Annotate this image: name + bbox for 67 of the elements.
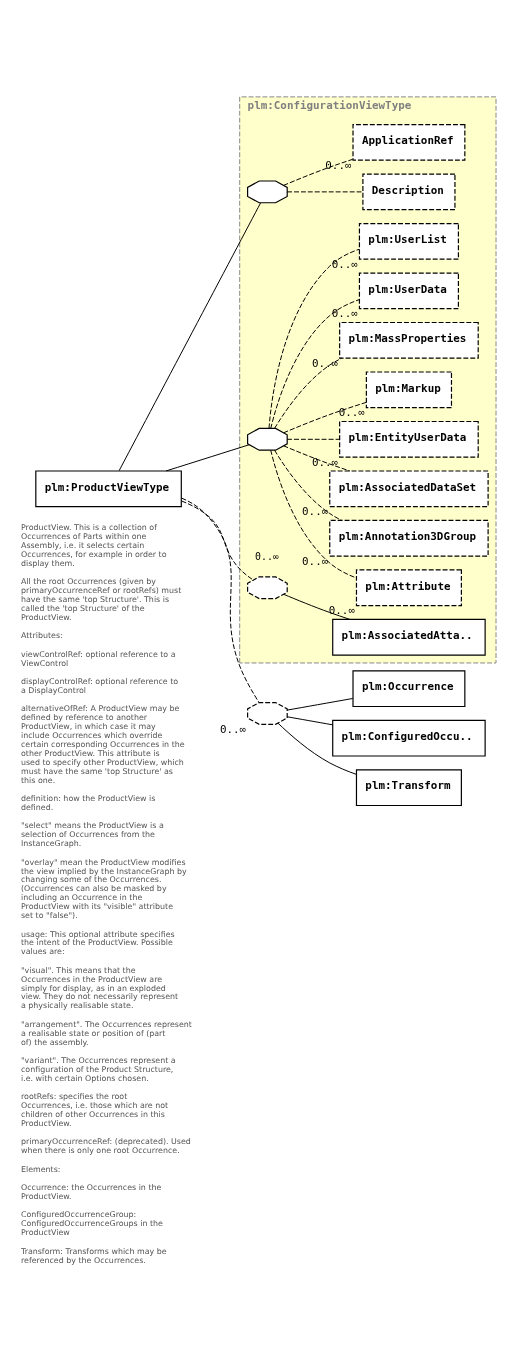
connector (277, 722, 357, 775)
node-label: "variant". The Occurrences represent a configuration of the Product Structure, i.e. with certain Options chosen. (20, 1055, 176, 1083)
node-label: "arrangement". The Occurrences represent a realisable state or position of (part of) the assembly. (20, 1019, 192, 1047)
node-box: plm:Transform (355, 768, 462, 806)
connector (283, 401, 367, 433)
node-label: Elements: (20, 1164, 61, 1174)
connector (181, 500, 254, 580)
node-label: 0..∞ (311, 356, 339, 370)
node-label: 0..∞ (302, 504, 329, 518)
node-box: plm:ConfiguredOccu.. (332, 719, 486, 757)
node-box: ApplicationRef (352, 123, 466, 161)
connector (286, 697, 354, 711)
node-label: 0..∞ (311, 455, 339, 469)
node-label: rootRefs: specifies the root Occurrences, i.e. those which are not children of other Occurrences in this ProductView. (20, 1091, 169, 1128)
node-label: ConfiguredOccurrenceGroup: ConfiguredOccurrenceGroups in the ProductView (20, 1209, 163, 1237)
node-box: plm:AssociatedAtta.. (332, 618, 486, 656)
connector (118, 201, 262, 471)
connector (286, 715, 334, 725)
node-label: 0..∞ (331, 306, 358, 320)
node-box: plm:Markup (365, 370, 453, 408)
node-label: 0..∞ (255, 550, 279, 562)
node-label: alternativeOfRef: A ProductView may be defined by reference to another ProductView, in which case it may include Occurrences which override certain corresponding Occurrences in the other ProductView. This attribute is used to specify other ProductView, which must have the same 'top Structure' as this one. (20, 703, 185, 785)
node-label: Occurrence: the Occurrences in the ProductView. (20, 1182, 162, 1201)
node-label: 0..∞ (328, 603, 355, 617)
node-box: plm:Attribute (355, 568, 462, 606)
node-label: Attributes: (20, 630, 63, 640)
node-label: ProductView. This is a collection of Occurrences of Parts within one Assembly, i.e. it selects certain Occurrences, for example in order to display them. (20, 522, 167, 568)
node-label: 0..∞ (219, 722, 247, 736)
node-box: plm:Occurrence (352, 669, 466, 707)
node-box: plm:EntityUserData (339, 420, 479, 458)
node-box: plm:Annotation3DGroup (329, 519, 489, 557)
connector (268, 248, 360, 429)
node-label: displayControlRef: optional reference to a DisplayControl (20, 676, 179, 695)
node-octagon (247, 427, 288, 451)
node-label: 0..∞ (325, 158, 352, 172)
node-box: plm:UserList (358, 222, 459, 260)
node-box: plm:UserData (358, 271, 459, 309)
node-label: "select" means the ProductView is a selection of Occurrences from the InstanceGraph. (20, 820, 164, 848)
connector (286, 190, 364, 192)
node-box: plm:ProductViewType (35, 469, 182, 507)
connector (181, 497, 260, 703)
node-label: viewControlRef: optional reference to a ViewControl (20, 649, 176, 668)
node-box: plm:MassProperties (339, 321, 479, 359)
node-box: Description (362, 172, 456, 210)
connector (274, 357, 343, 429)
node-label: All the root Occurrences (given by primaryOccurrenceRef or rootRefs) must have the same 'top Structure'. This is called the 'top Structure' of the ProductView. (20, 576, 182, 622)
node-label: Transform: Transforms which may be referenced by the Occurrences. (20, 1246, 167, 1265)
node-label: 0..∞ (331, 257, 358, 271)
connector (270, 298, 360, 429)
connector (270, 449, 357, 578)
connector (165, 443, 250, 471)
node-octagon (247, 575, 288, 599)
node-label: 0..∞ (338, 405, 365, 419)
node-label: definition: how the ProductView is defined. (20, 793, 156, 812)
connector (286, 438, 341, 440)
connector (283, 593, 351, 620)
node-octagon (247, 701, 288, 725)
node-label: 0..∞ (302, 554, 329, 568)
connector (283, 158, 354, 186)
connector (274, 449, 343, 521)
node-box: plm:AssociatedDataSet (329, 469, 489, 507)
connector (283, 444, 351, 471)
node-label: "overlay" mean the ProductView modifies the view implied by the InstanceGraph by changing some of the Occurrences. (Occurrences can also be masked by including an Occurrence in the ProductView with its "visible" attribute set to "false"). (20, 857, 187, 920)
node-octagon (247, 179, 288, 203)
node-label: usage: This optional attribute specifies the intent of the ProductView. Possible values are: (20, 929, 175, 956)
node-label: "visual". This means that the Occurrences in the ProductView are simply for display, as in an exploded view. They do not necessarily represent a physically realisable state. (20, 965, 179, 1010)
node-label: primaryOccurrenceRef: (deprecated). Used when there is only one root Occurrence. (20, 1136, 191, 1155)
